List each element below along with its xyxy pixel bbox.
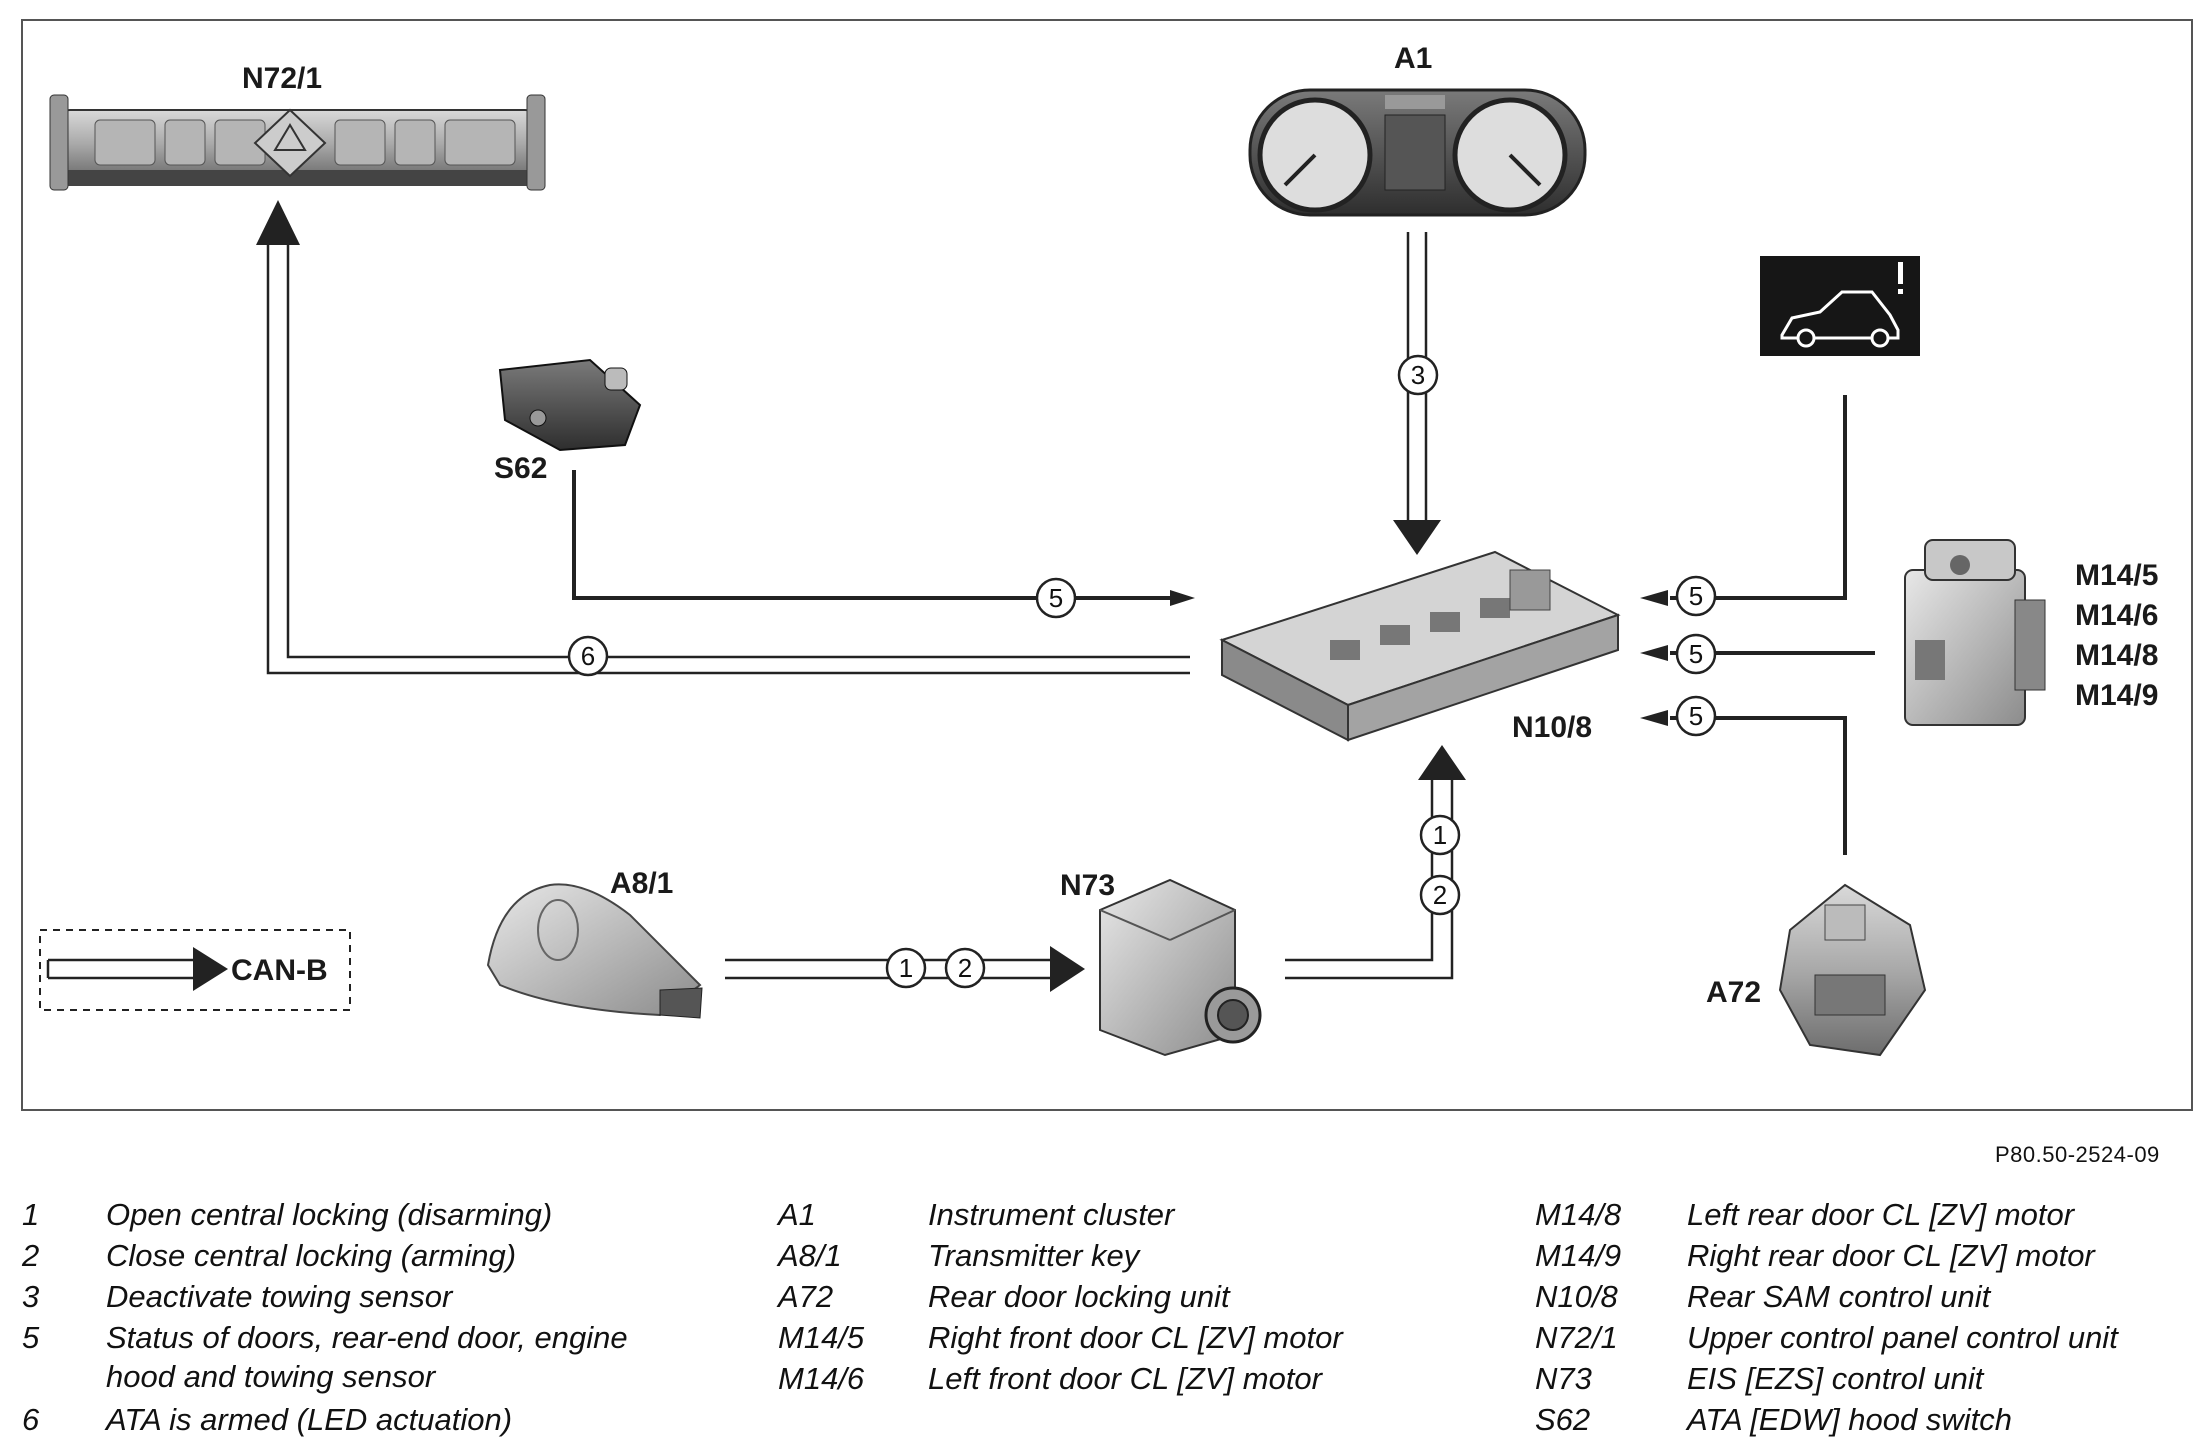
legend-text: hood and towing sensor [106, 1359, 436, 1394]
marker-5-motors: 5 [1689, 639, 1703, 669]
marker-3: 3 [1411, 360, 1425, 390]
legend-code: 3 [22, 1279, 40, 1314]
legend-text: EIS [EZS] control unit [1687, 1361, 1984, 1396]
legend-code: A72 [778, 1279, 834, 1314]
marker-5-warning: 5 [1689, 581, 1703, 611]
legend-text: ATA [EDW] hood switch [1687, 1402, 2013, 1437]
legend-code: N10/8 [1535, 1279, 1618, 1314]
label-s62: S62 [494, 452, 547, 485]
legend-code: 5 [22, 1320, 40, 1355]
legend-code: 6 [22, 1402, 40, 1437]
label-n72-1: N72/1 [242, 62, 322, 95]
legend-code: 2 [22, 1238, 40, 1273]
legend-text: Close central locking (arming) [106, 1238, 517, 1273]
wiring-diagram: 5 6 3 1 2 1 2 5 5 5 N72/1 A1 S62 N10/8 M… [21, 19, 2193, 1111]
eis-unit-icon [1099, 878, 1262, 1057]
marker-2-horizontal: 2 [958, 953, 972, 983]
figure-id: P80.50-2524-09 [1995, 1142, 2160, 1167]
marker-1-horizontal: 1 [899, 953, 913, 983]
legend-text: Deactivate towing sensor [106, 1279, 453, 1314]
door-locking-unit-icon [1778, 883, 1927, 1057]
legend-code: M14/8 [1535, 1197, 1622, 1232]
label-a72: A72 [1706, 976, 1761, 1009]
line-6-outer [266, 245, 1190, 675]
legend-text: Rear door locking unit [928, 1279, 1230, 1314]
legend-text: Upper control panel control unit [1687, 1320, 2118, 1355]
can-b-key: CAN-B [39, 929, 351, 1011]
legend-code: M14/6 [778, 1361, 865, 1396]
legend-text: Status of doors, rear-end door, engine [106, 1320, 628, 1355]
label-n73: N73 [1060, 869, 1115, 902]
legend-code: N73 [1535, 1361, 1592, 1396]
transmitter-key-icon [486, 883, 703, 1019]
legend-text: ATA is armed (LED actuation) [106, 1402, 513, 1437]
legend-text: Left rear door CL [ZV] motor [1687, 1197, 2075, 1232]
legend-text: Transmitter key [928, 1238, 1140, 1273]
legend-text: Rear SAM control unit [1687, 1279, 1991, 1314]
label-a8-1: A8/1 [610, 867, 673, 900]
marker-1-vertical: 1 [1433, 820, 1447, 850]
legend-text: Left front door CL [ZV] motor [928, 1361, 1322, 1396]
legend-code: M14/9 [1535, 1238, 1622, 1273]
instrument-cluster-icon [1248, 88, 1587, 217]
label-n10-8: N10/8 [1512, 711, 1592, 744]
sam-control-unit-icon [1219, 550, 1621, 742]
control-panel-icon [49, 94, 546, 191]
legend-code: M14/5 [778, 1320, 865, 1355]
legend-code: N72/1 [1535, 1320, 1618, 1355]
label-m14-6: M14/6 [2075, 599, 2158, 632]
line-5-s62 [572, 470, 1170, 600]
legend-code: S62 [1535, 1402, 1591, 1437]
marker-5-s62: 5 [1049, 583, 1063, 613]
hood-switch-icon [498, 358, 642, 452]
legend-code: A1 [778, 1197, 816, 1232]
legend-text: Instrument cluster [928, 1197, 1175, 1232]
diagram-frame [21, 19, 2193, 1111]
label-a1: A1 [1394, 42, 1432, 75]
legend-text: Right front door CL [ZV] motor [928, 1320, 1343, 1355]
marker-5-a72: 5 [1689, 701, 1703, 731]
marker-6: 6 [581, 641, 595, 671]
legend-code: A8/1 [778, 1238, 842, 1273]
key-can-b-label: CAN-B [231, 954, 328, 987]
legend-text: Open central locking (disarming) [106, 1197, 553, 1232]
label-m14-5: M14/5 [2075, 559, 2158, 592]
car-warning-icon [1760, 256, 1920, 356]
legend-code: 1 [22, 1197, 40, 1232]
label-m14-9: M14/9 [2075, 679, 2158, 712]
line-6-inner [286, 245, 1190, 659]
legend-text: Right rear door CL [ZV] motor [1687, 1238, 2095, 1273]
label-m14-8: M14/8 [2075, 639, 2158, 672]
door-motor-icon [1904, 539, 2046, 726]
marker-2-vertical: 2 [1433, 880, 1447, 910]
